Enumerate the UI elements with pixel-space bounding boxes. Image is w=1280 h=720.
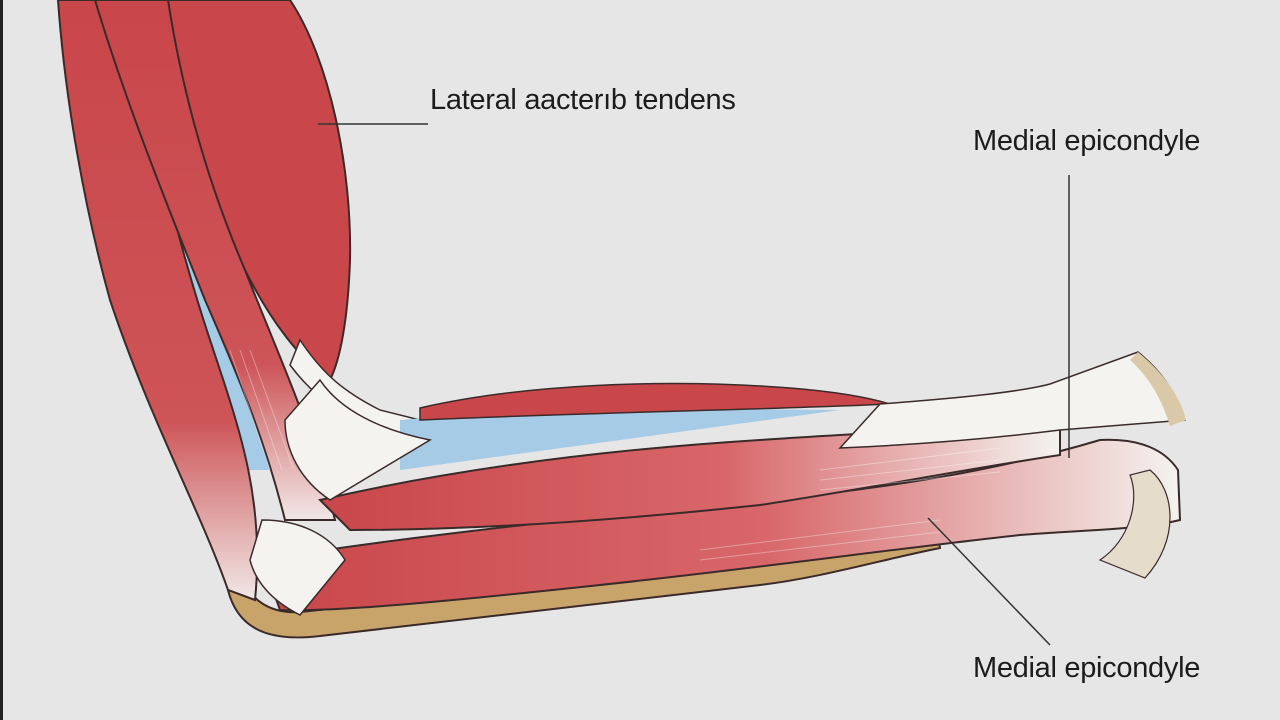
fascia-blue-forearm <box>400 409 840 470</box>
wrist-bone-end <box>1130 352 1186 426</box>
leader-line-medial-bottom <box>927 517 1051 646</box>
label-lateral-tendons: Lateral aacterıb tendens <box>430 84 736 116</box>
label-medial-epicondyle-top: Medial epicondyle <box>973 125 1201 157</box>
wrist-bone-end-lower <box>1098 469 1171 579</box>
forearm-muscle-middle <box>318 418 1061 532</box>
frame-edge <box>0 0 3 720</box>
elbow-tendon-left <box>249 519 346 616</box>
muscle-fibres <box>229 349 1001 561</box>
label-medial-epicondyle-bottom: Medial epicondyle <box>973 652 1201 684</box>
elbow-tendon-fan <box>284 378 433 501</box>
forearm-muscle-upper <box>419 382 891 421</box>
common-tendon-wrist <box>838 351 1187 449</box>
